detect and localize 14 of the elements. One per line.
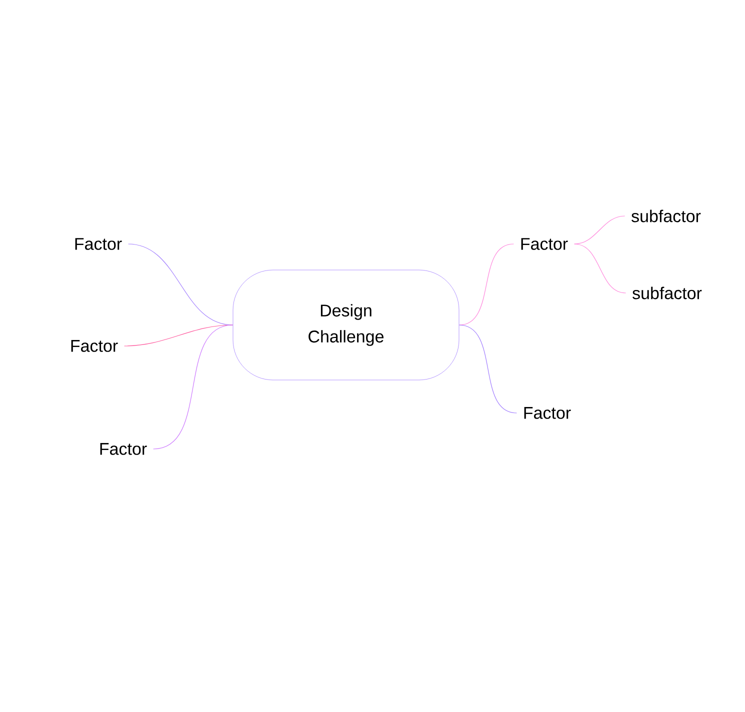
- branch-label: subfactor: [632, 286, 702, 300]
- branch-label: Factor: [524, 407, 571, 419]
- branch-line: [458, 244, 514, 326]
- branch-label: Factor: [71, 340, 118, 352]
- branch-line: [124, 324, 234, 346]
- branch-label: Factor: [100, 443, 147, 455]
- branch-label: Factor: [75, 238, 122, 250]
- branch-label: subfactor: [632, 210, 701, 222]
- branch-line: [458, 324, 518, 414]
- branch-line: [574, 216, 626, 244]
- branch-line: [574, 244, 626, 294]
- branch-label: Factor: [521, 238, 568, 250]
- branch-line: [153, 324, 234, 450]
- topic-box: Design Challenge: [232, 270, 460, 380]
